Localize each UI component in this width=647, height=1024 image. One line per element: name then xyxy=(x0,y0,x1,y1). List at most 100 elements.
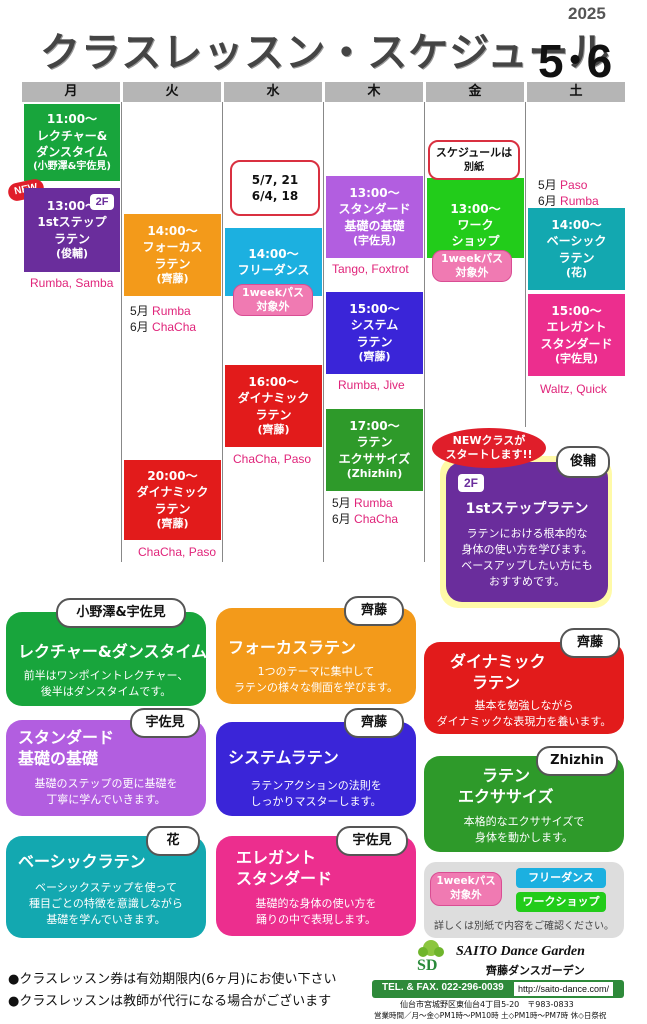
instructor-tag: 齊藤 xyxy=(344,708,404,738)
promo-description: ラテンにおける根本的な身体の使い方を学びます。ベースアップしたい方にもおすすめで… xyxy=(461,527,593,588)
class-time: 20:00～ xyxy=(147,469,198,484)
card-description: 本格的なエクササイズで身体を動かします。 xyxy=(463,815,585,844)
card-description: ベーシックステップを使って種目ごとの特徴を意識しながら基礎を学んでいきます。 xyxy=(29,881,183,926)
dance-note: 5月 Paso xyxy=(538,178,588,192)
dance-note: 5月 Rumba xyxy=(332,496,393,510)
class-time: 13:00～ xyxy=(46,199,98,214)
class-name: フリーダンス xyxy=(237,263,310,277)
instructor-tag: 齊藤 xyxy=(560,628,620,658)
legend-week-pass-pill: 1weekパス対象外 xyxy=(430,872,502,906)
class-name: ワーク xyxy=(457,217,494,232)
class-instructor: (俊輔) xyxy=(55,246,89,260)
class-instructor: (花) xyxy=(565,265,588,279)
class-name: ダイナミック xyxy=(136,485,209,500)
class-time: 15:00～ xyxy=(349,302,400,317)
footer-note: ●クラスレッスンは教師が代行になる場合がございます xyxy=(8,994,332,1009)
card-description: 基礎的な身体の使い方を踊りの中で表現します。 xyxy=(255,897,377,926)
dance-note: Tango, Foxtrot xyxy=(332,262,409,276)
class-dynamic-latin[interactable]: 16:00～ ダイナミック ラテン (齊藤) xyxy=(225,365,322,447)
card-title: システムラテン xyxy=(228,748,339,767)
class-time: 16:00～ xyxy=(248,375,299,390)
logo-text-jp: 齊藤ダンスガーデン xyxy=(486,964,585,977)
week-pass-excluded-pill: 1weekパス対象外 xyxy=(432,250,512,282)
dance-note: ChaCha, Paso xyxy=(233,452,312,466)
logo-icon: SD xyxy=(414,938,448,974)
card-title: スタンダード基礎の基礎 xyxy=(18,728,115,768)
class-dynamic-latin[interactable]: 20:00～ ダイナミック ラテン (齊藤) xyxy=(124,460,221,540)
column-divider xyxy=(323,102,324,562)
class-name: エレガント xyxy=(546,320,607,335)
class-name: ラテン xyxy=(558,250,595,265)
dance-note: Rumba, Samba xyxy=(30,276,114,290)
legend-workshop: ワークショップ xyxy=(516,892,606,912)
class-system-latin[interactable]: 15:00～ システム ラテン (齊藤) xyxy=(326,292,423,374)
class-time: 13:00～ xyxy=(349,186,400,201)
instructor-tag: 齊藤 xyxy=(344,596,404,626)
dance-note: Waltz, Quick xyxy=(540,382,607,396)
dance-note: 5月 Rumba xyxy=(130,304,191,318)
class-instructor: (宇佐見) xyxy=(554,351,599,365)
instructor-tag: 小野澤&宇佐見 xyxy=(56,598,186,628)
class-workshop[interactable]: 13:00～ ワーク ショップ xyxy=(427,178,524,258)
class-name: 1stステップ xyxy=(37,215,107,230)
class-instructor: (Zhizhin) xyxy=(346,466,403,480)
class-time: 11:00～ xyxy=(46,112,98,127)
class-name: スタンダード xyxy=(540,336,613,351)
class-time: 15:00～ xyxy=(551,304,602,319)
class-instructor: (宇佐見) xyxy=(352,233,397,247)
class-instructor: (齊藤) xyxy=(358,349,391,363)
address: 仙台市宮城野区東仙台4丁目5-20 〒983-0833 xyxy=(400,1000,574,1009)
page-title: クラスレッスン・スケジュール xyxy=(40,30,611,76)
day-header-mon: 月 xyxy=(22,82,120,102)
class-standard-basics[interactable]: 13:00～ スタンダード 基礎の基礎 (宇佐見) xyxy=(326,176,423,258)
class-time: 13:00～ xyxy=(450,201,501,216)
day-header-fri: 金 xyxy=(426,82,524,102)
column-divider xyxy=(525,102,526,427)
week-pass-excluded-pill: 1weekパス対象外 xyxy=(233,284,313,316)
schedule-separate-bubble: スケジュールは別紙 xyxy=(428,140,520,180)
card-description: 1つのテーマに集中してラテンの様々な側面を学びます。 xyxy=(234,665,398,694)
class-name: システム xyxy=(350,318,399,333)
class-latin-exercise[interactable]: 17:00～ ラテン エクササイズ (Zhizhin) xyxy=(326,409,423,491)
dance-note: Rumba, Jive xyxy=(338,378,405,392)
class-name: ショップ xyxy=(451,234,500,249)
dance-note: 6月 ChaCha xyxy=(130,320,197,334)
class-instructor: (齊藤) xyxy=(156,271,189,285)
svg-text:SD: SD xyxy=(417,957,437,974)
class-name: ラテン xyxy=(154,256,191,271)
class-name: ダンスタイム xyxy=(36,144,108,159)
class-lecture-dancetime[interactable]: 11:00～ レクチャー& ダンスタイム (小野澤&宇佐見) xyxy=(24,104,120,181)
class-instructor: (小野澤&宇佐見) xyxy=(33,161,111,173)
class-name: 基礎の基礎 xyxy=(344,218,405,233)
website-link[interactable]: http://saito-dance.com/ xyxy=(514,982,614,996)
dance-note: 6月 ChaCha xyxy=(332,512,399,526)
tel-fax: TEL. & FAX. 022-296-0039 xyxy=(382,982,504,993)
new-class-burst: NEWクラスがスタートします!! xyxy=(432,428,546,468)
class-name: ラテン xyxy=(154,501,191,516)
card-title: フォーカスラテン xyxy=(228,638,357,657)
class-time: 17:00～ xyxy=(349,419,400,434)
months-label: 5･6 xyxy=(538,35,613,87)
class-1st-step-latin[interactable]: 13:00～ 1stステップ ラテン (俊輔) xyxy=(24,188,120,272)
business-hours: 営業時間／月～金◇PM1時～PM10時 土◇PM1時～PM7時 休◇日祭祝 xyxy=(374,1011,607,1020)
class-name: レクチャー& xyxy=(36,128,108,143)
class-focus-latin[interactable]: 14:00～ フォーカス ラテン (齊藤) xyxy=(124,214,221,296)
class-instructor: (齊藤) xyxy=(257,422,290,436)
card-description: 基礎のステップの更に基礎を丁寧に学んでいきます。 xyxy=(34,777,178,806)
card-title: ラテンエクササイズ xyxy=(458,766,554,806)
instructor-tag: 宇佐見 xyxy=(130,708,200,738)
day-header-thu: 木 xyxy=(325,82,423,102)
day-header-wed: 水 xyxy=(224,82,322,102)
class-basic-latin[interactable]: 14:00～ ベーシック ラテン (花) xyxy=(528,208,625,290)
logo-text-en: SAITO Dance Garden xyxy=(456,944,585,959)
class-time: 14:00～ xyxy=(147,224,198,239)
class-name: スタンダード xyxy=(338,202,411,217)
column-divider xyxy=(222,102,223,562)
class-time: 14:00～ xyxy=(248,246,299,261)
dance-note: 6月 Rumba xyxy=(538,194,599,208)
card-description: ラテンアクションの法則をしっかりマスターします。 xyxy=(250,779,382,808)
promo-title: 1stステップラテン xyxy=(465,501,589,517)
class-name: ベーシック xyxy=(546,234,607,249)
class-elegant-standard[interactable]: 15:00～ エレガント スタンダード (宇佐見) xyxy=(528,294,625,376)
